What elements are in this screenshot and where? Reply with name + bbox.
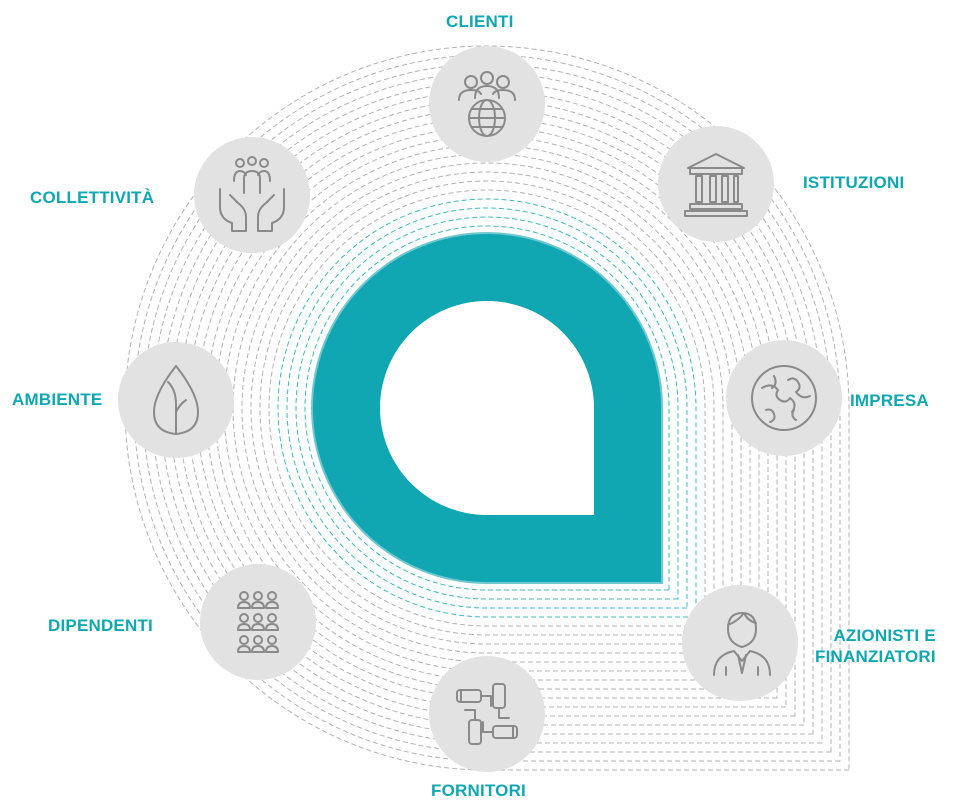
label-collettivita: COLLETTIVITÀ bbox=[30, 188, 155, 207]
dashed-ring bbox=[259, 180, 715, 636]
businessman-icon bbox=[713, 612, 771, 676]
puzzle-icon bbox=[751, 365, 817, 431]
label-dipendenti: DIPENDENTI bbox=[48, 616, 153, 635]
node-impresa bbox=[726, 340, 842, 456]
joined-hands-icon bbox=[456, 683, 518, 745]
dashed-ring bbox=[304, 225, 670, 591]
label-fornitori: FORNITORI bbox=[431, 781, 526, 800]
people-grid-icon bbox=[237, 591, 279, 653]
node-dipendenti bbox=[200, 564, 316, 680]
dashed-ring bbox=[295, 216, 679, 600]
hands-community-icon bbox=[219, 156, 285, 232]
teardrop-logo-inner bbox=[380, 301, 594, 515]
node-ambiente bbox=[118, 342, 234, 458]
people-globe-icon bbox=[458, 71, 516, 137]
node-azionisti bbox=[682, 585, 798, 701]
institution-building-icon bbox=[684, 153, 748, 217]
node-fornitori bbox=[429, 656, 545, 772]
dashed-ring bbox=[232, 153, 742, 663]
dashed-ring bbox=[241, 162, 733, 654]
node-istituzioni bbox=[658, 126, 774, 242]
label-impresa: IMPRESA bbox=[850, 391, 929, 410]
dashed-ring bbox=[250, 171, 724, 645]
node-collettivita bbox=[194, 137, 310, 253]
label-clienti: CLIENTI bbox=[446, 12, 514, 31]
dashed-ring bbox=[268, 189, 706, 627]
label-azionisti: AZIONISTI E FINANZIATORI bbox=[815, 626, 936, 666]
label-istituzioni: ISTITUZIONI bbox=[803, 173, 905, 192]
leaf-drop-icon bbox=[153, 365, 199, 435]
node-clienti bbox=[429, 46, 545, 162]
label-ambiente: AMBIENTE bbox=[12, 390, 103, 409]
dashed-ring bbox=[286, 207, 688, 609]
